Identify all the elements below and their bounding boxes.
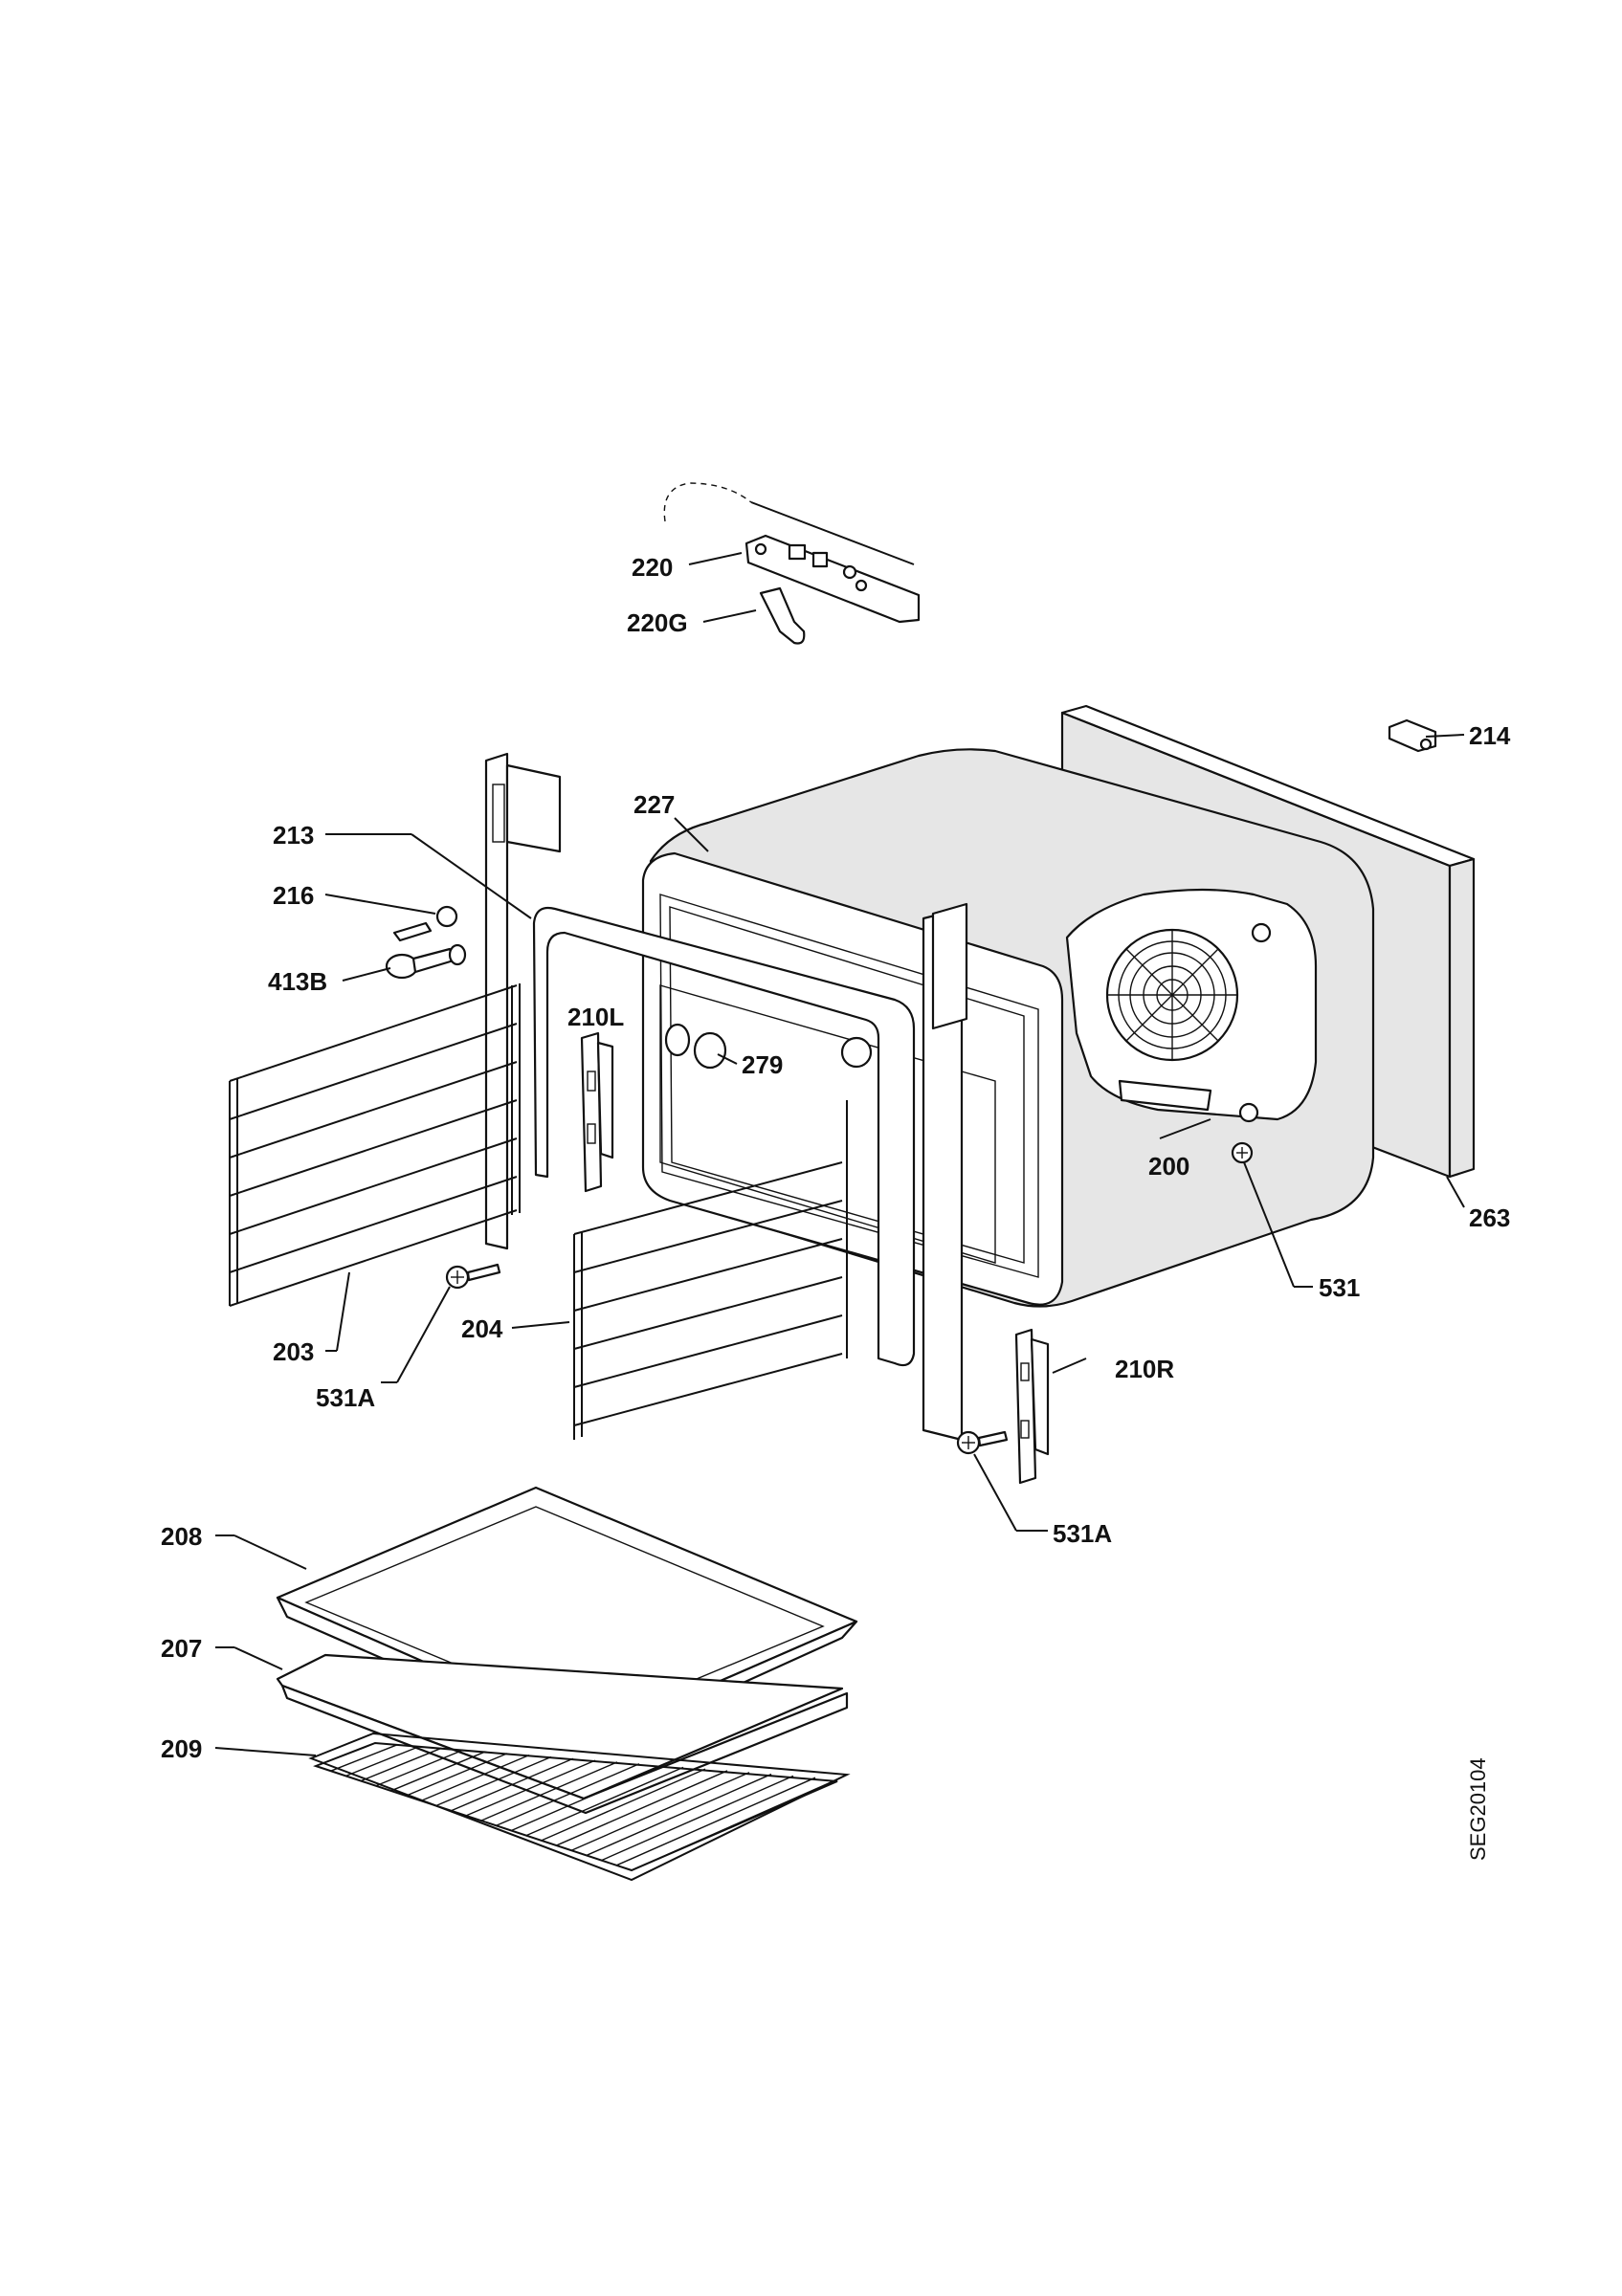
shelf-wire (375, 1749, 464, 1787)
part-200-fan-assembly (1065, 888, 1318, 1123)
part-210L-shelf-support-left (580, 1031, 614, 1193)
shelf-wire (480, 1761, 618, 1821)
part-531A-screw-right (956, 1430, 1009, 1455)
label-207: 207 (161, 1634, 202, 1663)
shelf-wire (556, 1770, 728, 1846)
shelf-wire (586, 1773, 772, 1857)
shelf-wire (345, 1745, 420, 1777)
shelf-wire (631, 1778, 838, 1871)
leader-lines (214, 552, 1465, 1756)
label-210R: 210R (1115, 1355, 1174, 1383)
label-216: 216 (273, 881, 314, 910)
part-216-screw (392, 905, 458, 942)
part-203-left-side-rack (229, 983, 521, 1307)
label-208: 208 (161, 1522, 202, 1551)
label-413B: 413B (268, 967, 327, 996)
part-531-screw (1231, 1141, 1254, 1164)
label-213: 213 (273, 821, 314, 850)
shelf-wire (406, 1753, 508, 1797)
label-531A-left: 531A (316, 1383, 375, 1412)
shelf-wire (465, 1759, 596, 1817)
part-413B-knob (385, 943, 467, 980)
part-220-bracket (663, 482, 921, 624)
part-220G-clip (759, 586, 806, 645)
shelf-wire (511, 1764, 662, 1832)
part-213-door-seal-frame (484, 752, 968, 1442)
shelf-wire (360, 1747, 442, 1782)
shelf-wire (435, 1755, 552, 1807)
part-531A-screw-left (445, 1263, 501, 1290)
shelf-wire (315, 1742, 376, 1767)
shelf-wire (570, 1772, 750, 1851)
part-210R-shelf-support-right (1014, 1328, 1050, 1485)
label-200: 200 (1148, 1152, 1189, 1181)
part-labels: 220 220G 214 227 213 216 413B 210L 279 2… (161, 553, 1511, 1861)
shelf-wire (420, 1755, 530, 1801)
label-203: 203 (273, 1337, 314, 1366)
shelf-wire (496, 1763, 640, 1826)
shelf-wire (601, 1775, 794, 1862)
label-220G: 220G (627, 608, 688, 637)
label-209: 209 (161, 1734, 202, 1763)
part-204-right-side-rack (573, 1100, 848, 1440)
label-227: 227 (633, 790, 675, 819)
shelf-wire (525, 1766, 684, 1837)
label-220: 220 (632, 553, 673, 582)
label-263: 263 (1469, 1203, 1510, 1232)
shelf-wire (330, 1744, 398, 1772)
shelf-wire (616, 1777, 816, 1866)
label-531A-right: 531A (1053, 1519, 1112, 1548)
part-214-terminal-clip (1388, 718, 1437, 753)
label-210L: 210L (567, 1003, 624, 1031)
label-204: 204 (461, 1314, 503, 1343)
shelf-wire (541, 1768, 706, 1842)
part-209-wire-shelf (308, 1732, 851, 1882)
shelf-wire (390, 1751, 486, 1792)
label-214: 214 (1469, 721, 1511, 750)
label-531: 531 (1319, 1273, 1360, 1302)
drawing-code: SEG20104 (1466, 1757, 1490, 1861)
part-207-shallow-tray (276, 1653, 849, 1815)
shelf-wire (451, 1757, 574, 1812)
label-279: 279 (742, 1050, 783, 1079)
